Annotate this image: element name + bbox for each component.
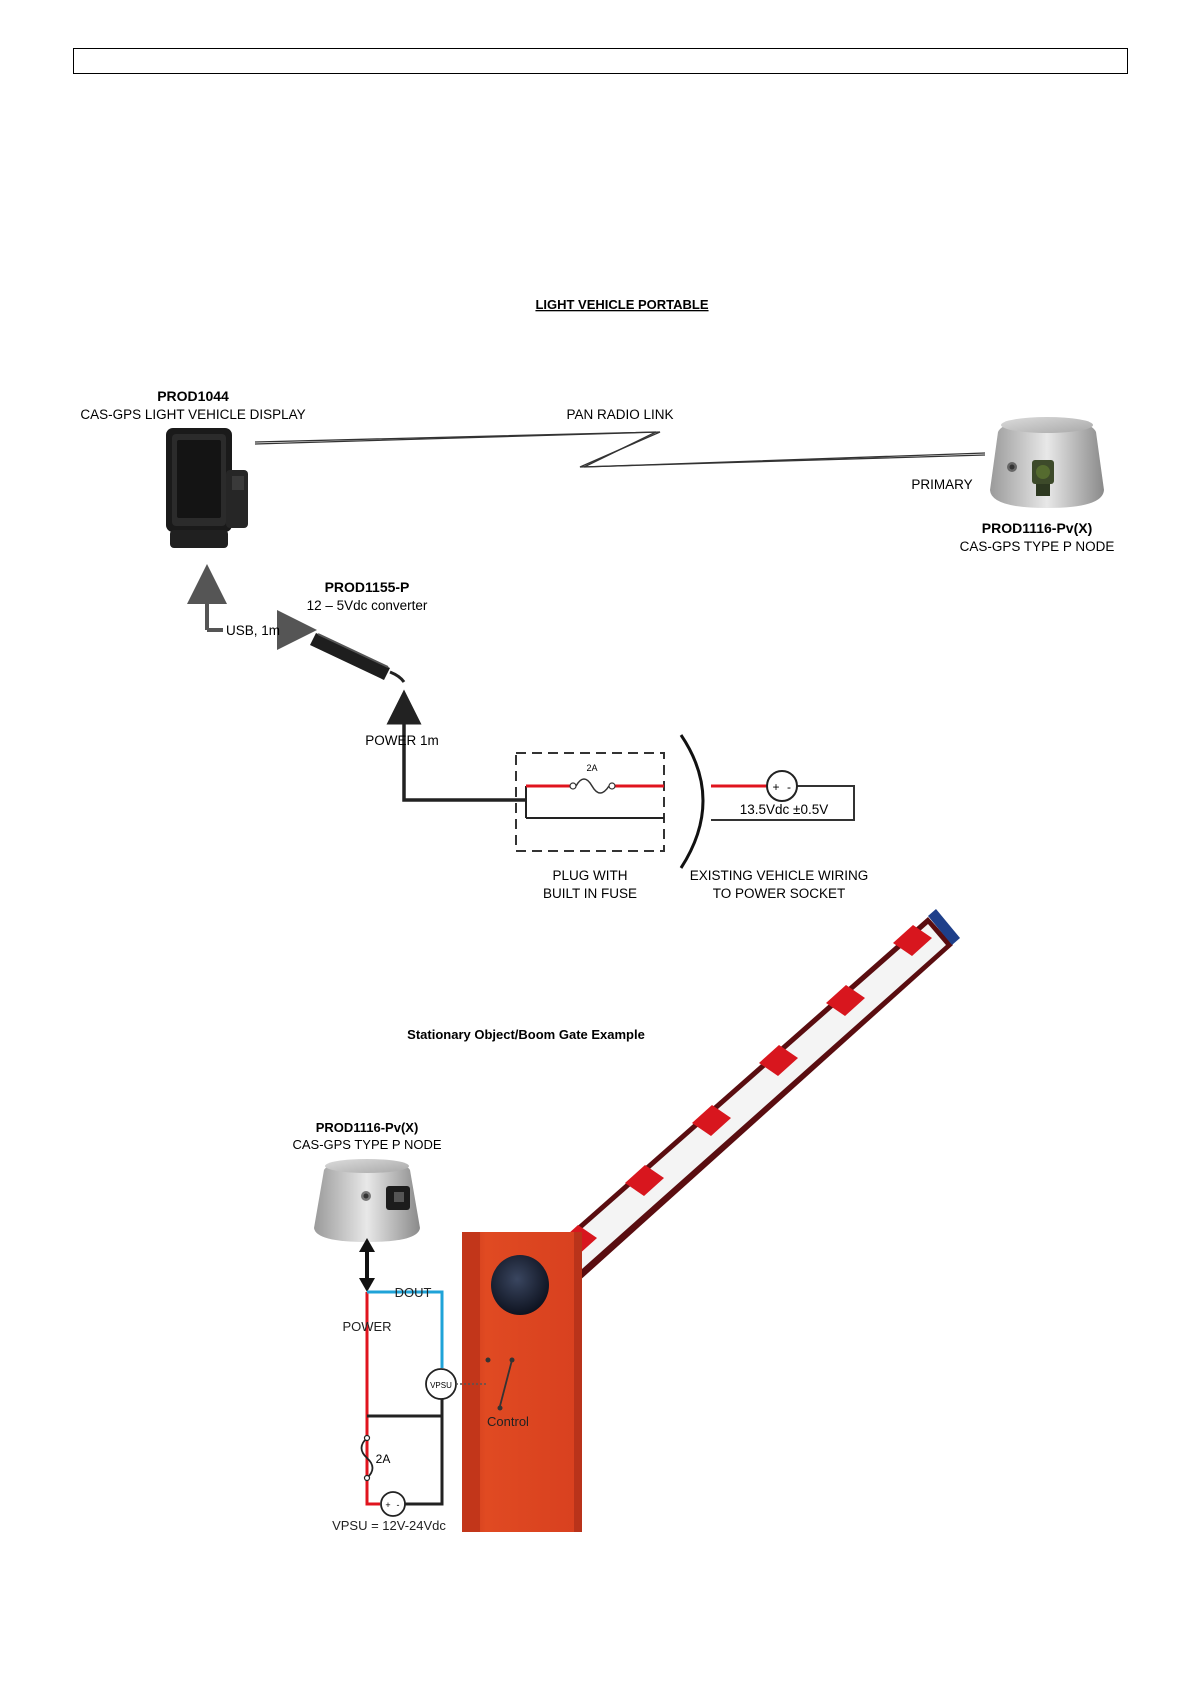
battery-symbol — [766, 770, 798, 802]
node-code: PROD1116-Pv(X) — [982, 520, 1093, 536]
gate-housing — [462, 1232, 582, 1532]
primary-label: PRIMARY — [911, 477, 972, 492]
svg-text:+: + — [385, 1500, 390, 1510]
fuse-symbol — [575, 778, 610, 794]
svg-text:VPSU: VPSU — [430, 1381, 452, 1390]
svg-text:-: - — [397, 1500, 400, 1510]
vpsu-range: VPSU = 12V-24Vdc — [332, 1518, 446, 1533]
boom-arm — [530, 909, 960, 1300]
plug-label-line1: PLUG WITH — [552, 868, 627, 883]
header-box — [73, 48, 1128, 74]
fuse2-rating: 2A — [376, 1452, 391, 1466]
power-label: POWER 1m — [365, 733, 439, 748]
dout-wire — [367, 1290, 444, 1368]
supply-label: 13.5Vdc ±0.5V — [740, 802, 828, 817]
node-device-icon — [990, 417, 1104, 508]
radio-link-label: PAN RADIO LINK — [566, 407, 673, 422]
converter-code: PROD1155-P — [325, 579, 410, 595]
svg-text:+: + — [772, 780, 779, 794]
section2-title: Stationary Object/Boom Gate Example — [407, 1027, 645, 1042]
vehicle-wiring-line1: EXISTING VEHICLE WIRING — [690, 868, 869, 883]
supply2-symbol — [380, 1491, 406, 1517]
plug-label-line2: BUILT IN FUSE — [543, 886, 637, 901]
control-switch — [499, 1359, 513, 1407]
display-name: CAS-GPS LIGHT VEHICLE DISPLAY — [80, 407, 305, 422]
gate-hub — [491, 1255, 549, 1315]
ground-wire — [404, 1416, 444, 1506]
display-code: PROD1044 — [157, 388, 229, 404]
fuse2-symbol — [360, 1437, 374, 1479]
svg-text:-: - — [787, 780, 791, 794]
dout-label: DOUT — [395, 1285, 432, 1300]
node2-name: CAS-GPS TYPE P NODE — [292, 1137, 441, 1152]
control-label: Control — [487, 1414, 529, 1429]
converter-desc: 12 – 5Vdc converter — [307, 598, 428, 613]
usb-label: USB, 1m — [226, 623, 280, 638]
socket-curve — [679, 734, 705, 869]
power2-label: POWER — [342, 1319, 391, 1334]
section1-title: LIGHT VEHICLE PORTABLE — [535, 297, 708, 312]
display-device-icon — [166, 428, 248, 548]
vehicle-wiring-line2: TO POWER SOCKET — [713, 886, 846, 901]
node-name: CAS-GPS TYPE P NODE — [960, 539, 1115, 554]
node2-device-icon — [314, 1159, 420, 1242]
converter-device-icon — [310, 633, 406, 683]
fuse-rating: 2A — [586, 763, 597, 773]
power-cable-arrow — [386, 689, 526, 802]
plug-dashed-box — [515, 752, 665, 852]
node2-code: PROD1116-Pv(X) — [316, 1120, 419, 1135]
